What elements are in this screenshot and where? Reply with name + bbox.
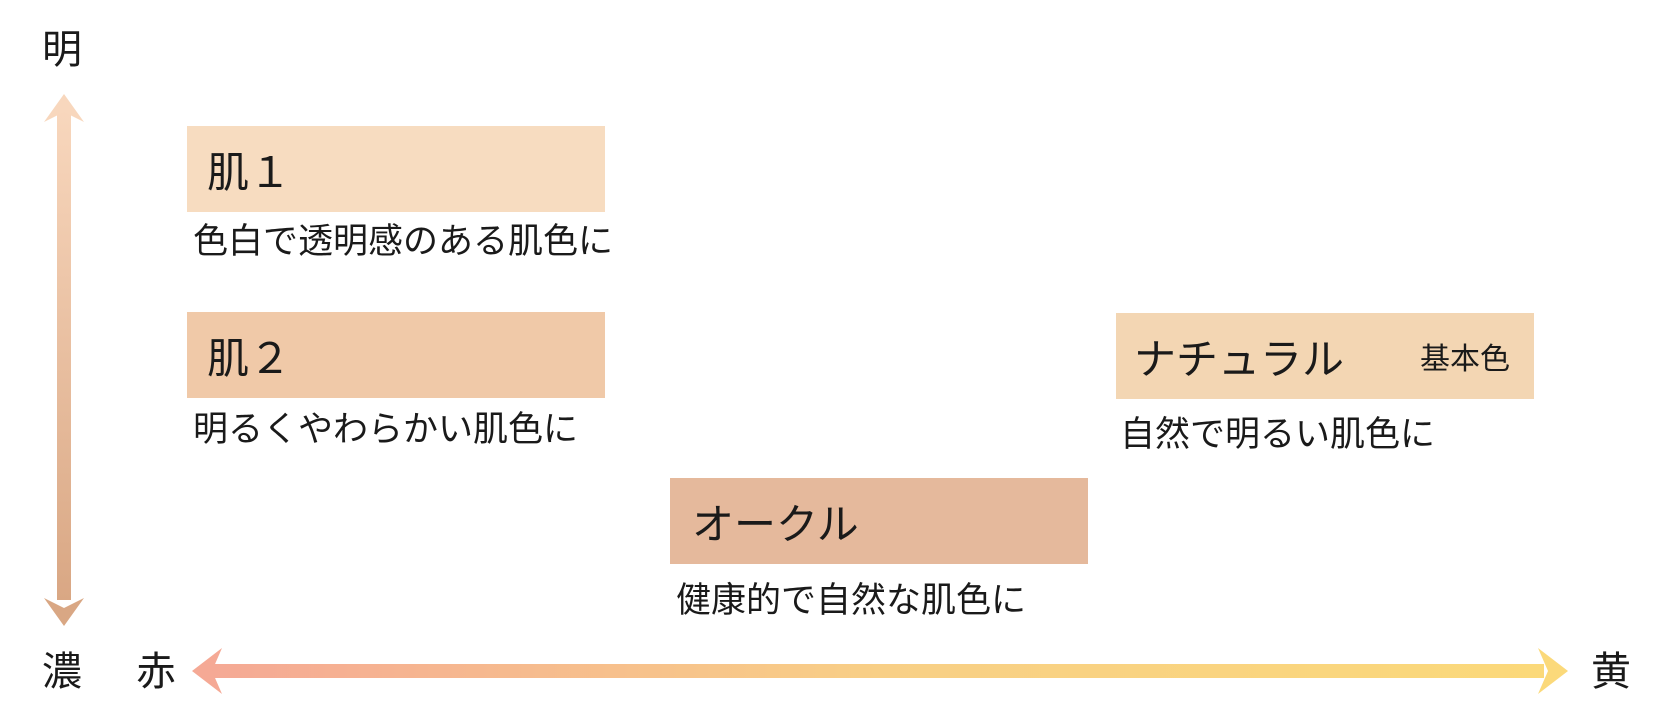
swatch-description: 自然で明るい肌色に (1120, 415, 1436, 455)
swatch-hada2: 肌２ (187, 312, 605, 398)
swatch-description: 色白で透明感のある肌色に (193, 222, 614, 262)
swatch-natural: ナチュラル 基本色 (1116, 313, 1534, 399)
swatch-ocher: オークル (670, 478, 1088, 564)
axis-label-red: 赤 (136, 649, 176, 695)
axis-label-dark: 濃 (42, 649, 82, 695)
swatch-hada1: 肌１ (187, 126, 605, 212)
horizontal-hue-arrow (192, 648, 1568, 694)
swatch-name: ナチュラル (1134, 334, 1345, 384)
axis-label-yellow: 黄 (1591, 649, 1631, 695)
swatch-name: オークル (692, 499, 859, 549)
swatch-description: 健康的で自然な肌色に (676, 581, 1027, 621)
swatch-description: 明るくやわらかい肌色に (193, 410, 579, 450)
axis-label-bright: 明 (42, 27, 82, 73)
vertical-brightness-arrow (44, 94, 84, 626)
swatch-name: 肌２ (207, 333, 292, 383)
base-color-tag: 基本色 (1420, 342, 1510, 377)
swatch-name: 肌１ (207, 147, 292, 197)
